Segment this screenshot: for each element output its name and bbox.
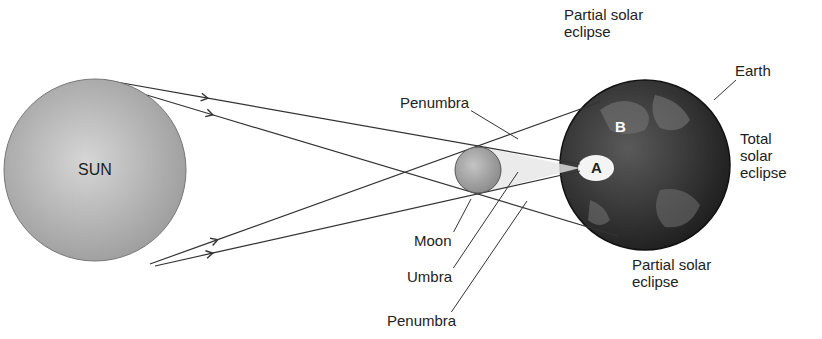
body-name: Moon (412, 232, 454, 249)
earth-globe (560, 80, 730, 250)
region-label: Total solar eclipse (738, 130, 802, 181)
region-label: Penumbra (385, 312, 458, 329)
body-name: Earth (733, 62, 773, 79)
moon-disc (455, 147, 501, 193)
body-name: SUN (78, 161, 112, 179)
point-letter: B (613, 118, 628, 135)
region-label: Partial solar eclipse (562, 6, 666, 40)
sun-disc: SUN (3, 78, 187, 262)
region-label: Umbra (405, 268, 454, 285)
region-label: Partial solar eclipse (630, 256, 734, 290)
region-label: Penumbra (398, 94, 471, 111)
leader-lines (450, 80, 736, 314)
point-letter: A (589, 159, 604, 176)
